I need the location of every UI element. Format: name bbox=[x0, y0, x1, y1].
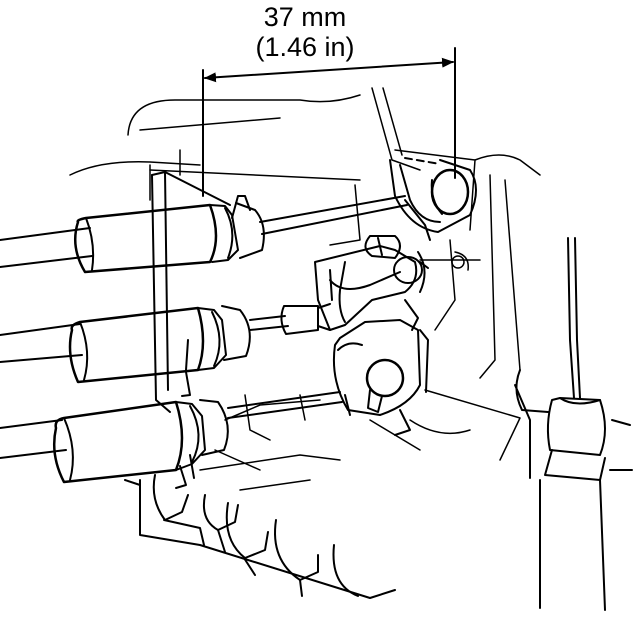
cable-bracket bbox=[151, 171, 231, 413]
shift-cable-bottom bbox=[0, 391, 343, 489]
dimension-metric-label: 37 mm bbox=[263, 2, 347, 32]
select-lever bbox=[389, 157, 477, 241]
dimension-imperial-label: (1.46 in) bbox=[255, 32, 355, 62]
shift-cable-middle bbox=[0, 303, 331, 384]
dimension-arrow bbox=[204, 57, 454, 83]
transmission-housing bbox=[69, 87, 541, 491]
shift-cable-top bbox=[0, 195, 408, 274]
lower-casting bbox=[124, 474, 396, 599]
shift-lever bbox=[314, 235, 429, 331]
breather-shaft bbox=[514, 237, 633, 611]
control-lever bbox=[332, 319, 429, 436]
dimension-indicator bbox=[202, 47, 456, 197]
